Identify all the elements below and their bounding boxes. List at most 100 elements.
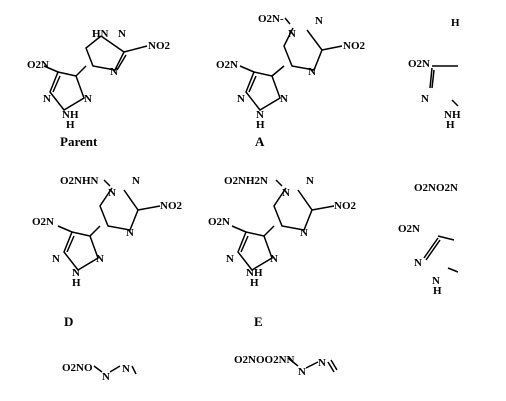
atom-n: N <box>110 66 118 78</box>
atom-n: N <box>308 66 316 78</box>
bond <box>327 361 335 373</box>
bond <box>43 65 59 73</box>
atom-n: N <box>122 363 130 375</box>
atom-o2nh2n: O2NH2N <box>224 175 268 187</box>
atom-h: H <box>433 285 442 297</box>
bond <box>431 69 435 89</box>
atom-no2: NO2 <box>148 40 171 52</box>
atom-n: N <box>300 227 308 239</box>
molecule-parent: HN N N NO2 O2N N N NH H Parent <box>27 28 171 149</box>
atom-n: N <box>72 267 80 279</box>
atom-n: N <box>108 187 116 199</box>
atom-nh: NH <box>246 267 263 279</box>
bond <box>263 225 275 237</box>
atom-no2: NO2 <box>343 40 366 52</box>
atom-h: H <box>256 119 265 131</box>
atom-hn: HN <box>92 28 109 40</box>
atom-n: NH <box>444 109 461 121</box>
molecule-a: O2N- N N N NO2 O2N N N N H A <box>216 13 366 149</box>
atom-o2n: O2N <box>398 223 420 235</box>
atom-n: N <box>226 253 234 265</box>
molecule-partial-bottom-left: O2NO N N <box>62 362 137 383</box>
atom-n: N <box>318 357 326 369</box>
atom-o2no: O2NO <box>62 362 93 374</box>
bond <box>231 225 247 233</box>
bond <box>63 231 99 271</box>
bond <box>437 235 455 241</box>
molecule-partial-top-right: H O2N N NH H <box>408 17 461 131</box>
atom-n: N <box>84 93 92 105</box>
bond <box>271 65 285 77</box>
atom-o2no2nn: O2NOO2NN <box>234 354 295 366</box>
atom-n: N <box>256 109 264 121</box>
caption-d: D <box>64 314 73 329</box>
bond <box>89 225 101 237</box>
atom-n: N <box>288 28 296 40</box>
atom-o2n-dash: O2N- <box>258 13 284 25</box>
atom-n: N <box>298 366 306 378</box>
atom-n: N <box>52 253 60 265</box>
bond <box>57 225 73 233</box>
bond <box>283 27 323 71</box>
bond <box>49 71 85 111</box>
bond <box>240 235 249 253</box>
atom-n: N <box>43 93 51 105</box>
bond <box>123 45 148 53</box>
caption-a: A <box>255 134 265 149</box>
atom-n: N <box>306 175 314 187</box>
bond <box>273 187 313 231</box>
bond <box>66 235 75 253</box>
atom-n: N <box>102 371 110 383</box>
bond <box>52 75 61 93</box>
bond <box>311 205 335 211</box>
bond <box>451 99 459 107</box>
bond <box>85 35 125 71</box>
atom-no2: NO2 <box>334 200 357 212</box>
atom-n: N <box>132 175 140 187</box>
atom-no2: NO2 <box>160 200 183 212</box>
bond <box>75 65 87 77</box>
atom-o2n: O2N <box>208 216 230 228</box>
bond <box>93 365 103 373</box>
atom-h: H <box>72 277 81 289</box>
caption-e: E <box>254 314 263 329</box>
atom-n: N <box>414 257 422 269</box>
atom-n: N <box>432 275 440 287</box>
atom-n: N <box>118 28 126 40</box>
atom-h: H <box>66 119 75 131</box>
atom-n: N <box>96 253 104 265</box>
bond <box>248 75 257 93</box>
bond <box>425 239 441 261</box>
bond <box>103 179 111 187</box>
caption-parent: Parent <box>60 134 98 149</box>
bond <box>429 67 433 89</box>
atom-h: H <box>451 17 460 29</box>
atom-o2n: O2N <box>32 216 54 228</box>
atom-h: H <box>250 277 259 289</box>
bond <box>131 365 137 375</box>
atom-o2n: O2N <box>408 58 430 70</box>
molecule-d: O2NHN N N N NO2 O2N N N N H D <box>32 175 183 329</box>
bond <box>275 179 283 187</box>
atom-h: H <box>446 119 455 131</box>
bond <box>423 237 439 259</box>
molecule-e: O2NH2N N N N NO2 O2N N N NH H E <box>208 175 357 329</box>
molecule-partial-bottom-middle: O2NOO2NN N N <box>234 354 338 378</box>
bond <box>239 65 255 73</box>
atom-n: N <box>282 187 290 199</box>
bond <box>321 45 343 51</box>
atom-n: N <box>421 93 429 105</box>
bond <box>245 71 281 111</box>
atom-n: N <box>270 253 278 265</box>
bond <box>447 267 459 273</box>
atom-nh: NH <box>62 109 79 121</box>
bond <box>305 361 319 369</box>
atom-o2no2n: O2NO2N <box>414 182 458 194</box>
atom-n: N <box>126 227 134 239</box>
bond <box>287 357 299 367</box>
bond <box>137 205 161 211</box>
atom-n: N <box>315 15 323 27</box>
bond <box>330 359 338 371</box>
atom-o2n: O2N <box>216 59 238 71</box>
